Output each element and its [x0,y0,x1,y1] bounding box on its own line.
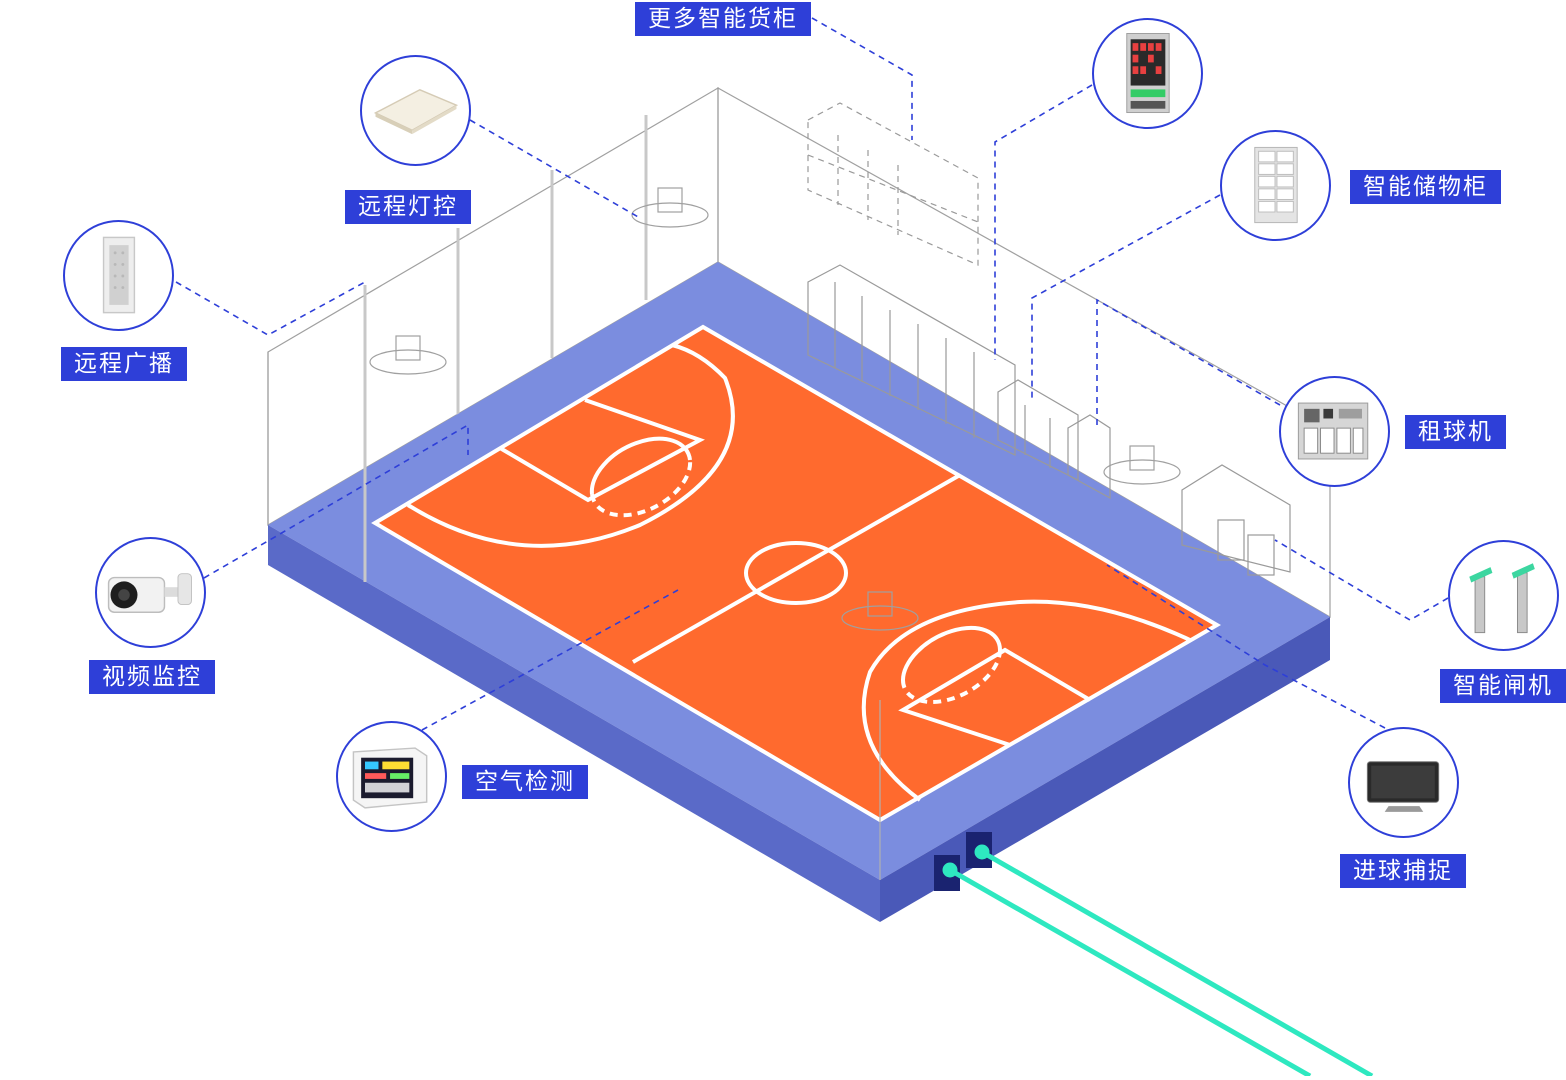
front-posts [363,390,881,880]
display-icon [1366,761,1440,812]
label-video-monitor: 视频监控 [89,660,215,694]
leader-lines [175,17,1449,731]
label-more-cabinets: 更多智能货柜 [635,2,811,36]
label-ball-rental: 租球机 [1405,415,1506,449]
network-cables [942,844,1374,1079]
label-smart-locker: 智能储物柜 [1350,170,1501,204]
ceiling-lights [369,187,1181,631]
label-smart-gate: 智能闸机 [1440,669,1566,703]
locker-circle [1220,130,1331,241]
ceiling-light-icon [373,88,459,135]
display-circle [1348,727,1459,838]
turnstile-icon [1469,563,1535,634]
camera-circle [95,537,206,648]
cabinets-wireframe [807,102,1291,576]
vending-machine-circle [1092,18,1203,129]
turnstile-circle [1448,540,1559,651]
speaker-icon [102,236,136,314]
label-air-detection: 空气检测 [462,765,588,799]
label-remote-light: 远程灯控 [345,190,471,224]
vending-machine-icon [1126,33,1170,114]
label-remote-broadcast: 远程广播 [61,347,187,381]
rental-machine-circle [1279,376,1390,487]
air-monitor-circle [336,721,447,832]
locker-icon [1254,146,1298,224]
basketball-court [371,324,1221,823]
speaker-circle [63,220,174,331]
label-goal-capture: 进球捕捉 [1340,854,1466,888]
ceiling-light-circle [360,55,471,166]
camera-icon [107,573,192,613]
rental-machine-icon [1297,402,1369,460]
air-monitor-icon [352,747,428,809]
